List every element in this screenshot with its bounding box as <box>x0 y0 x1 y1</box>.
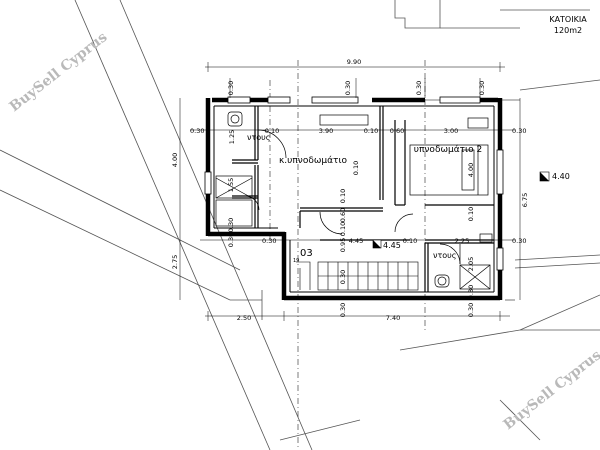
dim-bottom-wall: 0.30 <box>467 303 475 317</box>
dimension-lines <box>179 62 521 321</box>
level-outside: 4.40 <box>552 172 570 181</box>
dim-right-v2: 0.10 <box>467 207 475 221</box>
dim-top-wall: 0.30 <box>478 81 486 95</box>
title-line-1: ΚΑΤΟΙΚΙΑ <box>549 15 587 24</box>
stair-step-number: 19 <box>293 258 299 264</box>
dimension-texts: 9.90 0.30 0.30 0.30 0.30 0.30 1.25 0.10 … <box>171 58 529 322</box>
dim-row-w3: 0.60 <box>390 127 404 135</box>
dim-mid-v1: 0.10 <box>352 161 360 175</box>
staircase <box>296 261 419 291</box>
watermarks: BuySell Cyprus BuySell Cyprus <box>7 29 600 433</box>
dim-overall-width: 9.90 <box>347 58 361 66</box>
dim-top-wall: 0.30 <box>415 81 423 95</box>
title-line-2: 120m2 <box>554 26 582 35</box>
dim-row2-wall-right: 0.30 <box>512 237 526 245</box>
dim-left-height-1: 4.00 <box>171 153 179 167</box>
dim-stair-top: 0.30 <box>339 270 347 284</box>
room-number: 03 <box>300 248 313 259</box>
level-marker-inside: 4.45 <box>372 239 401 250</box>
dim-row-w1: 0.10 <box>265 127 279 135</box>
level-marker-outside: 4.40 <box>539 171 570 182</box>
dim-row2-b: 2.25 <box>455 237 469 245</box>
doors <box>244 129 461 265</box>
dim-row-bed2-width: 3.00 <box>444 127 458 135</box>
room-label-master: κ.υπνοδωμάτιο <box>279 156 347 166</box>
axis-lines <box>269 60 426 450</box>
dim-row-wc-width: 1.25 <box>228 130 236 144</box>
dim-row-wall-left: 0.30 <box>190 127 204 135</box>
dim-bottom-right: 7.40 <box>386 314 400 322</box>
dim-mid-v2: 0.10 <box>339 189 347 203</box>
room-label-wc-bottom: ντους <box>433 251 457 260</box>
dim-left-height-2: 2.75 <box>171 255 179 269</box>
dim-row-w2: 0.10 <box>364 127 378 135</box>
dim-right-height: 6.75 <box>521 193 529 207</box>
dim-row2-wall-left: 0.30 <box>262 237 276 245</box>
fixtures <box>215 111 493 290</box>
dim-row2-w: 0.10 <box>403 237 417 245</box>
level-inside: 4.45 <box>383 241 401 250</box>
watermark-top-left: BuySell Cyprus <box>7 29 111 115</box>
dim-top-wall: 0.30 <box>344 81 352 95</box>
dim-wc2-width: 2.05 <box>467 257 475 271</box>
dim-top-wall: 0.30 <box>227 81 235 95</box>
room-label-wc-top: ντους <box>247 133 271 142</box>
room-labels: κ.υπνοδωμάτιο υπνοδωμάτιο 2 ντους ντους … <box>247 133 482 260</box>
dim-mid-v4: 0.10 <box>339 222 347 236</box>
dim-right-v1: 4.00 <box>467 163 475 177</box>
dim-wc2-wall: 0.30 <box>467 285 475 299</box>
dim-left-wall-bottom: 0.30 <box>227 233 235 247</box>
dim-mid-v5: 0.95 <box>339 238 347 252</box>
title-block: ΚΑΤΟΙΚΙΑ 120m2 <box>549 15 587 35</box>
windows <box>204 96 504 271</box>
watermark-bottom-right: BuySell Cyprus <box>501 347 600 433</box>
dim-bottom-wall: 0.30 <box>339 303 347 317</box>
dim-wc-wall: 0.30 <box>227 218 235 232</box>
dim-wc-height: 1.55 <box>227 178 235 192</box>
dim-bottom-left: 2.50 <box>237 314 251 322</box>
dim-mid-v3: 0.60 <box>339 208 347 222</box>
dim-row-master-width: 3.90 <box>319 127 333 135</box>
dim-row2-a: 4.45 <box>349 237 363 245</box>
room-label-bedroom2: υπνοδωμάτιο 2 <box>414 145 482 155</box>
dim-row-wall-right: 0.30 <box>512 127 526 135</box>
